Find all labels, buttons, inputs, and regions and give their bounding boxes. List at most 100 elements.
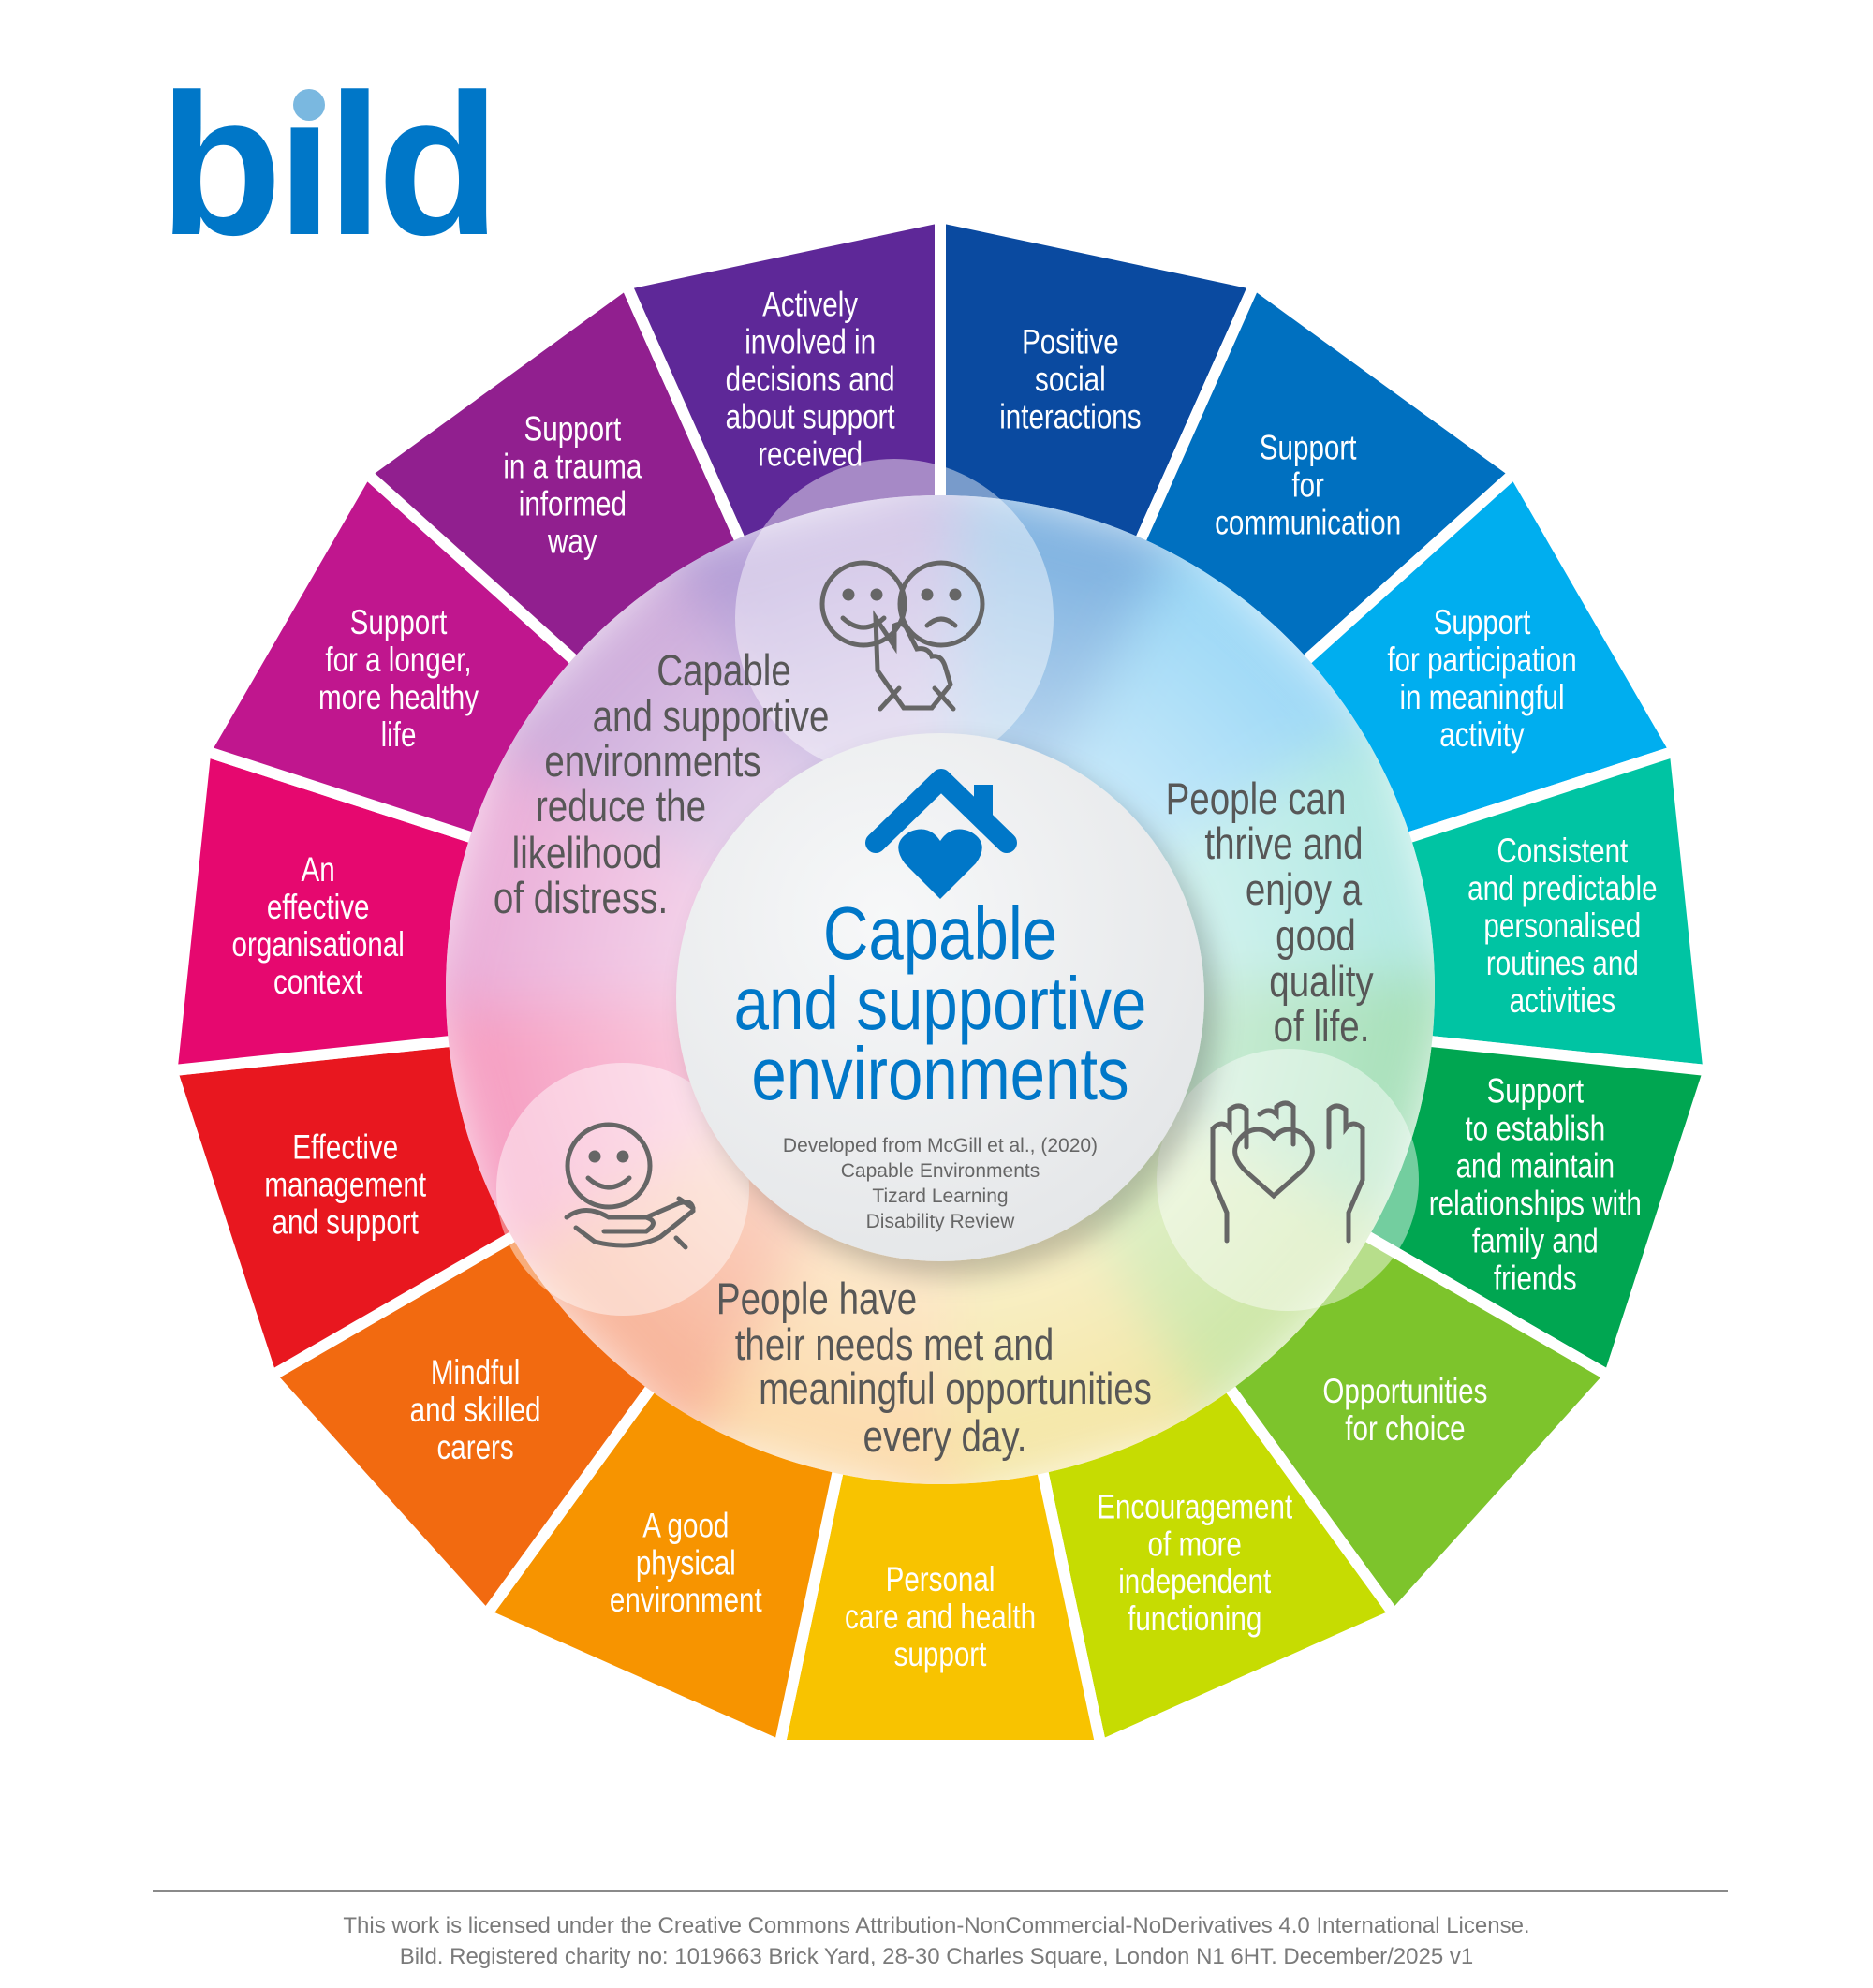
segment-label-line: in a trauma — [503, 449, 642, 487]
segment-label-line: to establish — [1465, 1110, 1605, 1148]
segment-label-line: Support — [1486, 1072, 1584, 1111]
segment-label-line: carers — [436, 1429, 513, 1467]
citation-line: Developed from McGill et al., (2020) — [783, 1135, 1098, 1156]
segment-label-line: decisions and — [726, 361, 895, 400]
citation-line: Disability Review — [866, 1211, 1016, 1232]
segment-label-line: and support — [273, 1203, 420, 1242]
svg-text:bıld: bıld — [159, 52, 494, 277]
center-title-line: environments — [751, 1031, 1128, 1115]
citation-line: Tizard Learning — [872, 1185, 1008, 1207]
left-icon-disc — [496, 1063, 749, 1316]
segment-label-line: Encouragement — [1097, 1488, 1293, 1526]
segment-label-line: independent — [1118, 1563, 1272, 1601]
segment-label-line: Support — [350, 604, 448, 642]
segment-label-line: activities — [1510, 982, 1615, 1021]
segment-label-line: Support — [1260, 430, 1357, 468]
segment-label-line: friends — [1494, 1259, 1577, 1298]
segment-label-line: social — [1035, 361, 1106, 400]
segment-label-line: received — [758, 436, 863, 475]
segment-label-line: functioning — [1128, 1600, 1261, 1639]
license-text: This work is licensed under the Creative… — [343, 1913, 1530, 1938]
footer-divider — [153, 1890, 1728, 1892]
segment-label-line: effective — [267, 889, 370, 927]
ring-statement-line: and supportive — [593, 692, 830, 741]
house-heart-icon — [865, 769, 1017, 899]
segment-label-line: interactions — [999, 399, 1141, 437]
ring-statement-line: People can — [1166, 774, 1347, 823]
segment-label-line: routines and — [1486, 945, 1639, 983]
segment-label-line: An — [302, 851, 335, 890]
segment-label-line: way — [547, 523, 597, 562]
center-title-line: Capable — [823, 891, 1057, 975]
segment-label-line: communication — [1215, 505, 1401, 543]
segment-label-line: A good — [642, 1507, 729, 1545]
center-title-line: and supportive — [734, 961, 1147, 1045]
segment-label-line: for — [1291, 467, 1324, 506]
segment-label-line: life — [381, 716, 417, 755]
segment-label-line: more healthy — [318, 679, 479, 717]
segment-label-line: Consistent — [1497, 832, 1628, 871]
segment-label-line: in meaningful — [1399, 679, 1564, 717]
segment-label-line: physical — [636, 1544, 736, 1583]
charity-info: Bild. Registered charity no: 1019663 Bri… — [399, 1944, 1474, 1969]
segment-label-line: environment — [610, 1582, 762, 1620]
segment-label-line: and predictable — [1467, 870, 1657, 908]
segment-label-line: informed — [519, 486, 627, 524]
segment-label-line: of more — [1148, 1525, 1242, 1564]
faces-hand-icon — [819, 560, 985, 712]
segment-label-line: Actively — [762, 287, 858, 325]
ring-statement-line: their needs met and — [735, 1320, 1054, 1369]
segment-label-line: family and — [1472, 1222, 1599, 1260]
ring-statement-line: quality — [1269, 957, 1374, 1006]
segment-label-line: and maintain — [1456, 1147, 1615, 1185]
segment-label-line: Positive — [1022, 324, 1119, 362]
segment-label-line: management — [264, 1166, 426, 1204]
ring-statement-line: meaningful opportunities — [759, 1364, 1152, 1413]
segment-label-line: organisational — [232, 926, 405, 965]
top-icon-disc — [735, 459, 1054, 777]
segment-label-line: Support — [1434, 604, 1531, 642]
segment-label-line: Personal — [886, 1561, 995, 1599]
segment-label-line: support — [894, 1636, 987, 1674]
hands-heart-icon — [1210, 1100, 1365, 1244]
segment-label-line: for choice — [1345, 1410, 1465, 1449]
citation-line: Capable Environments — [841, 1160, 1040, 1182]
segment-label-line: activity — [1439, 716, 1525, 755]
segment-label-line: involved in — [745, 324, 876, 362]
segment-label-line: Support — [524, 411, 622, 449]
ring-statement-line: Capable — [656, 646, 791, 695]
segment-label-line: Opportunities — [1322, 1373, 1487, 1411]
ring-statement-line: reduce the — [536, 782, 706, 831]
segment-label-line: Mindful — [431, 1354, 520, 1392]
segment-label-line: and skilled — [410, 1392, 541, 1430]
ring-statement-line: every day. — [863, 1412, 1027, 1461]
ring-statement-line: of life. — [1274, 1002, 1370, 1051]
ring-statement-line: of distress. — [494, 874, 668, 922]
segment-label-line: relationships with — [1429, 1185, 1642, 1223]
ring-statement-line: good — [1276, 911, 1356, 960]
segment-label-line: care and health — [845, 1598, 1036, 1637]
ring-statement-line: People have — [716, 1274, 917, 1323]
ring-statement-line: thrive and — [1204, 819, 1363, 868]
segment-label-line: context — [273, 964, 363, 1002]
